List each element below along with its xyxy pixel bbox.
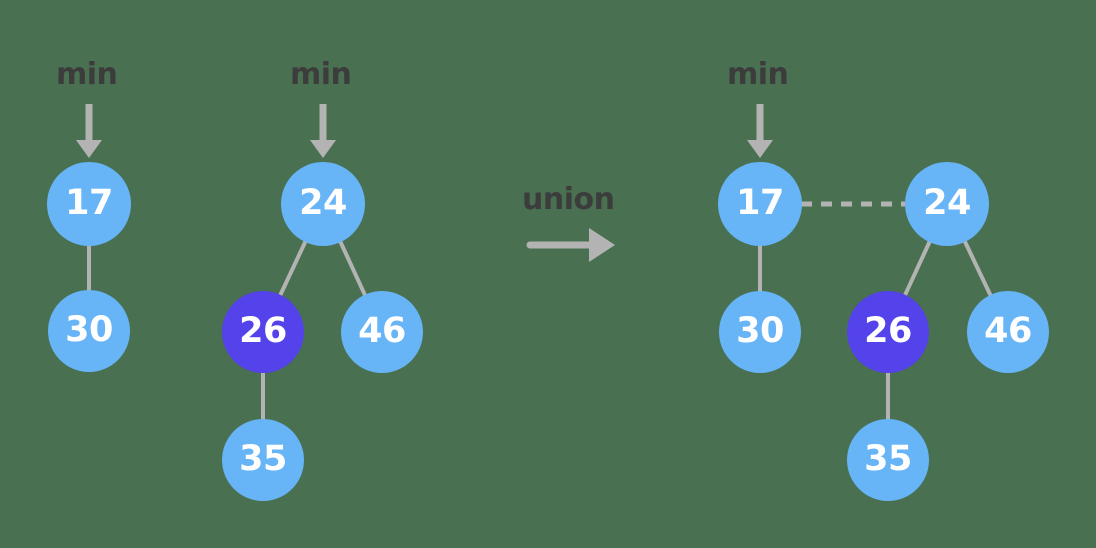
heap-node-value: 26 (864, 310, 912, 351)
heap-node-value: 24 (923, 182, 971, 223)
heap-node-26[interactable]: 26 (222, 291, 304, 373)
min-arrow-down-icon (310, 104, 336, 158)
min-arrow-down-icon (76, 104, 102, 158)
heap-node-value: 46 (358, 310, 406, 351)
heap-node-30[interactable]: 30 (719, 291, 801, 373)
heap-node-46[interactable]: 46 (967, 291, 1049, 373)
min-pointer-label: min (727, 57, 789, 92)
min-arrow-down-icon (747, 104, 773, 158)
heap-node-value: 26 (239, 310, 287, 351)
heap-node-35[interactable]: 35 (847, 419, 929, 501)
min-pointer-label: min (290, 57, 352, 92)
heap-node-value: 17 (65, 182, 113, 223)
tree-edge (962, 240, 993, 297)
tree-edge (902, 240, 932, 297)
heap-node-24[interactable]: 24 (281, 162, 365, 246)
tree-edge (278, 240, 308, 297)
heap-node-17[interactable]: 17 (718, 162, 802, 246)
min-pointer-label: min (56, 57, 118, 92)
heap-node-value: 30 (65, 309, 113, 350)
heap-node-26[interactable]: 26 (847, 291, 929, 373)
heap-node-value: 35 (239, 438, 287, 479)
heap-node-30[interactable]: 30 (48, 290, 130, 372)
heap-node-value: 17 (736, 182, 784, 223)
heap-node-17[interactable]: 17 (47, 162, 131, 246)
union-operation-label: union (522, 182, 615, 217)
heap-node-value: 30 (736, 310, 784, 351)
heap-node-value: 35 (864, 438, 912, 479)
tree-edge (338, 240, 368, 297)
heap-node-24[interactable]: 24 (905, 162, 989, 246)
heap-node-value: 24 (299, 182, 347, 223)
right-arrow-icon (526, 228, 615, 262)
heap-node-value: 46 (984, 310, 1032, 351)
heap-node-46[interactable]: 46 (341, 291, 423, 373)
heap-node-35[interactable]: 35 (222, 419, 304, 501)
